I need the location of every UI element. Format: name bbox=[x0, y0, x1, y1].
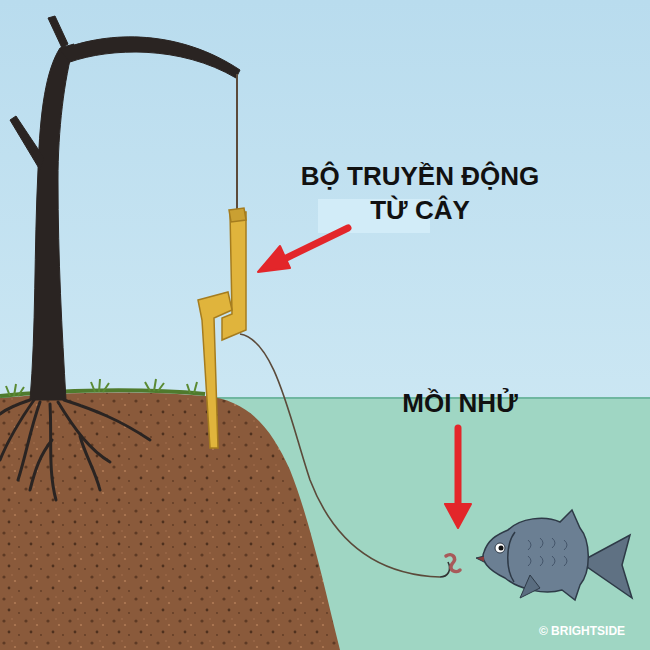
worm-bait bbox=[446, 555, 460, 572]
hanging-cord bbox=[236, 74, 238, 215]
callout-label: BỘ TRUYỀN ĐỘNG TỪ CÂY bbox=[296, 160, 544, 228]
pointer-arrow bbox=[258, 228, 348, 272]
tree bbox=[0, 16, 240, 500]
ground bbox=[0, 392, 340, 650]
pointer-arrow bbox=[445, 428, 471, 528]
callout-label: MỒI NHỬ bbox=[370, 388, 550, 419]
fish bbox=[476, 510, 632, 600]
watermark: © BRIGHTSIDE bbox=[520, 624, 644, 638]
trigger-stick bbox=[198, 208, 246, 448]
fishing-line bbox=[240, 334, 440, 577]
hook bbox=[440, 562, 450, 577]
